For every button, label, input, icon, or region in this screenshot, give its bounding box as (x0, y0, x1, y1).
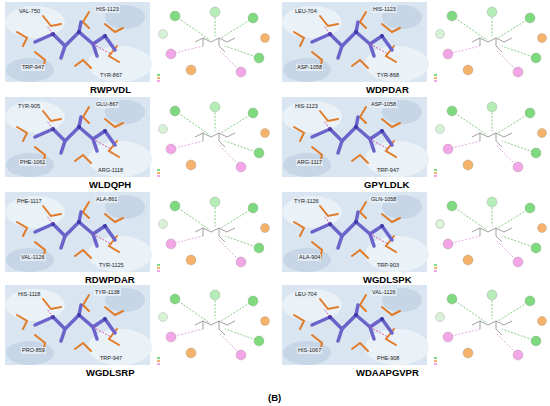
peptide-name: WLDQPH (89, 179, 131, 190)
residue-label: VAL-750 (18, 8, 41, 15)
peptide-name: WDAAPGVPR (356, 367, 419, 378)
residue-label: TYR-1125 (98, 262, 125, 269)
residue-label: TRP-947 (376, 167, 400, 174)
peptide-name: RWPVDL (90, 84, 131, 95)
residue-label: TYR-905 (17, 103, 41, 110)
residue-label: VAL-1126 (20, 254, 46, 261)
peptide-name: WDPDAR (366, 84, 409, 95)
residue-label: GLU-867 (95, 101, 119, 108)
peptide-name: WGDLSPK (363, 274, 412, 285)
residue-label: TRP-947 (99, 355, 123, 362)
residue-label: TYR-1126 (293, 198, 320, 205)
panel-label: (B) (268, 392, 281, 403)
residue-label: LEU-704 (294, 291, 318, 298)
residue-label: HIS-1067 (297, 347, 322, 354)
residue-label: PRO-859 (21, 347, 46, 354)
peptide-name: WGDLSRP (86, 367, 135, 378)
residue-label: HIS-1123 (294, 103, 319, 110)
peptide-name: RDWPDAR (85, 274, 135, 285)
residue-label: TYR-868 (376, 72, 400, 79)
residue-label: GLN-1058 (370, 196, 397, 203)
residue-label: ASP-1058 (370, 101, 397, 108)
residue-label: ALA-904 (298, 254, 321, 261)
residue-label: PHE-1061 (19, 159, 46, 166)
residue-label: TRP-903 (376, 262, 400, 269)
residue-label: HIS-1123 (372, 6, 397, 13)
residue-label: ASP-1058 (296, 64, 323, 71)
residue-label: ALA-861 (95, 196, 118, 203)
residue-label: VAL-1126 (371, 289, 397, 296)
residue-label: PHE-908 (376, 355, 400, 362)
residue-label: LEU-704 (294, 8, 318, 15)
residue-label: HIS-1118 (17, 291, 41, 298)
residue-label: TYR-867 (99, 72, 123, 79)
residue-label: TRP-947 (21, 64, 45, 71)
panels (5, 2, 550, 365)
residue-label: ARG-1117 (296, 159, 323, 166)
residue-label: PHE-1117 (16, 198, 43, 205)
residue-label: TYR-1138 (94, 289, 121, 296)
residue-label: ARG-1118 (97, 167, 124, 174)
peptide-name: GPYLDLK (364, 179, 409, 190)
residue-label: HIS-1123 (95, 6, 120, 13)
